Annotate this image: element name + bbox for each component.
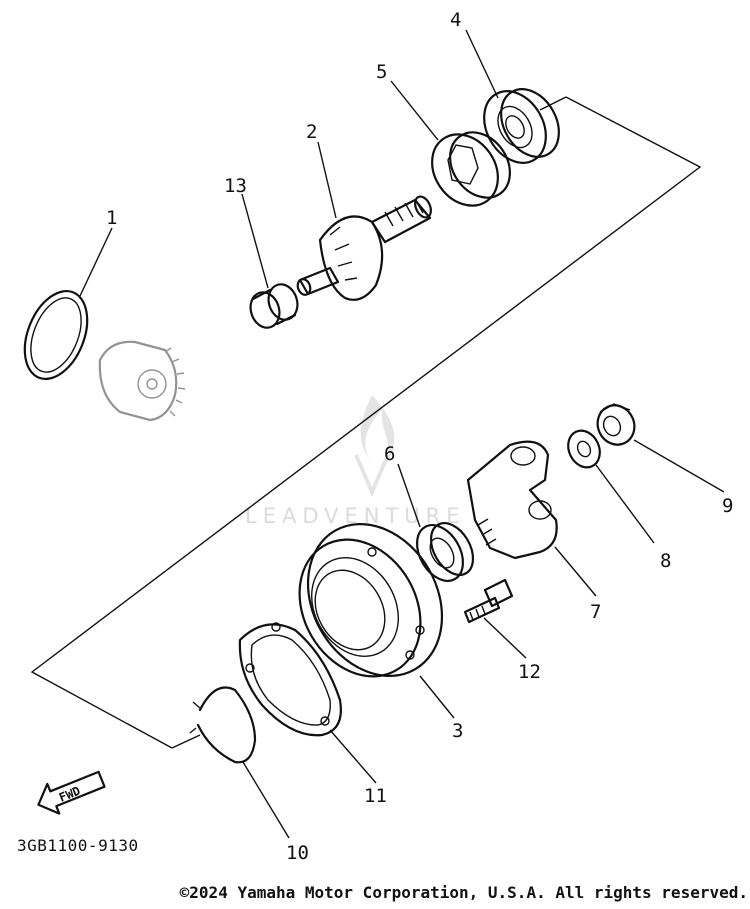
part-4-ball-bearing xyxy=(483,88,560,164)
callout-13: 13 xyxy=(224,175,247,197)
part-8-washer xyxy=(567,429,601,469)
leader-6 xyxy=(397,463,421,528)
leader-lines xyxy=(79,29,725,839)
callout-8: 8 xyxy=(660,550,671,572)
background-gear xyxy=(98,340,186,422)
part-11-gasket xyxy=(238,622,342,737)
part-9-flange-nut xyxy=(596,403,636,446)
leader-9 xyxy=(633,439,725,493)
callout-2: 2 xyxy=(306,121,317,143)
leader-5 xyxy=(390,80,439,141)
leader-11 xyxy=(329,729,377,784)
leader-7 xyxy=(554,546,597,597)
assembly-bracket-line xyxy=(30,96,702,749)
leader-1 xyxy=(79,227,113,297)
part-7-yoke xyxy=(466,440,558,560)
callout-9: 9 xyxy=(722,495,733,517)
assembly-outline xyxy=(30,96,702,749)
left-arrow-icon xyxy=(37,770,106,815)
callout-labels: 1 2 3 4 5 6 7 8 9 10 11 12 13 xyxy=(106,9,733,864)
callout-6: 6 xyxy=(384,443,395,465)
callout-12: 12 xyxy=(518,661,541,683)
copyright-notice: ©2024 Yamaha Motor Corporation, U.S.A. A… xyxy=(179,883,748,902)
callout-1: 1 xyxy=(106,207,117,229)
part-2-shaft xyxy=(296,195,432,301)
part-10-circlip xyxy=(189,686,257,764)
callout-10: 10 xyxy=(286,842,309,864)
callout-7: 7 xyxy=(590,601,601,623)
leader-13 xyxy=(241,193,269,289)
leader-8 xyxy=(595,464,655,544)
part-13-bearing xyxy=(249,283,299,329)
v-logo-icon xyxy=(354,454,390,498)
callout-4: 4 xyxy=(450,9,461,31)
leader-2 xyxy=(317,141,337,219)
part-number-code: 3GB1100-9130 xyxy=(17,836,139,855)
bracket-tick-top xyxy=(539,96,567,111)
part-12-bolt xyxy=(463,578,514,624)
flame-logo-icon xyxy=(360,395,395,460)
fwd-indicator: FWD xyxy=(37,770,106,815)
bracket-tick-bottom xyxy=(171,734,201,749)
callout-3: 3 xyxy=(452,720,463,742)
watermark: LEADVENTURE xyxy=(245,395,460,528)
part-6-oil-seal xyxy=(415,522,475,582)
leader-10 xyxy=(242,761,290,839)
callout-11: 11 xyxy=(364,785,387,807)
leader-3 xyxy=(419,675,455,719)
part-1-circlip xyxy=(23,289,89,381)
callout-5: 5 xyxy=(376,61,387,83)
leader-12 xyxy=(483,617,527,659)
leader-4 xyxy=(465,29,499,99)
part-3-housing xyxy=(298,522,444,678)
part-5-hex-nut xyxy=(431,131,511,207)
